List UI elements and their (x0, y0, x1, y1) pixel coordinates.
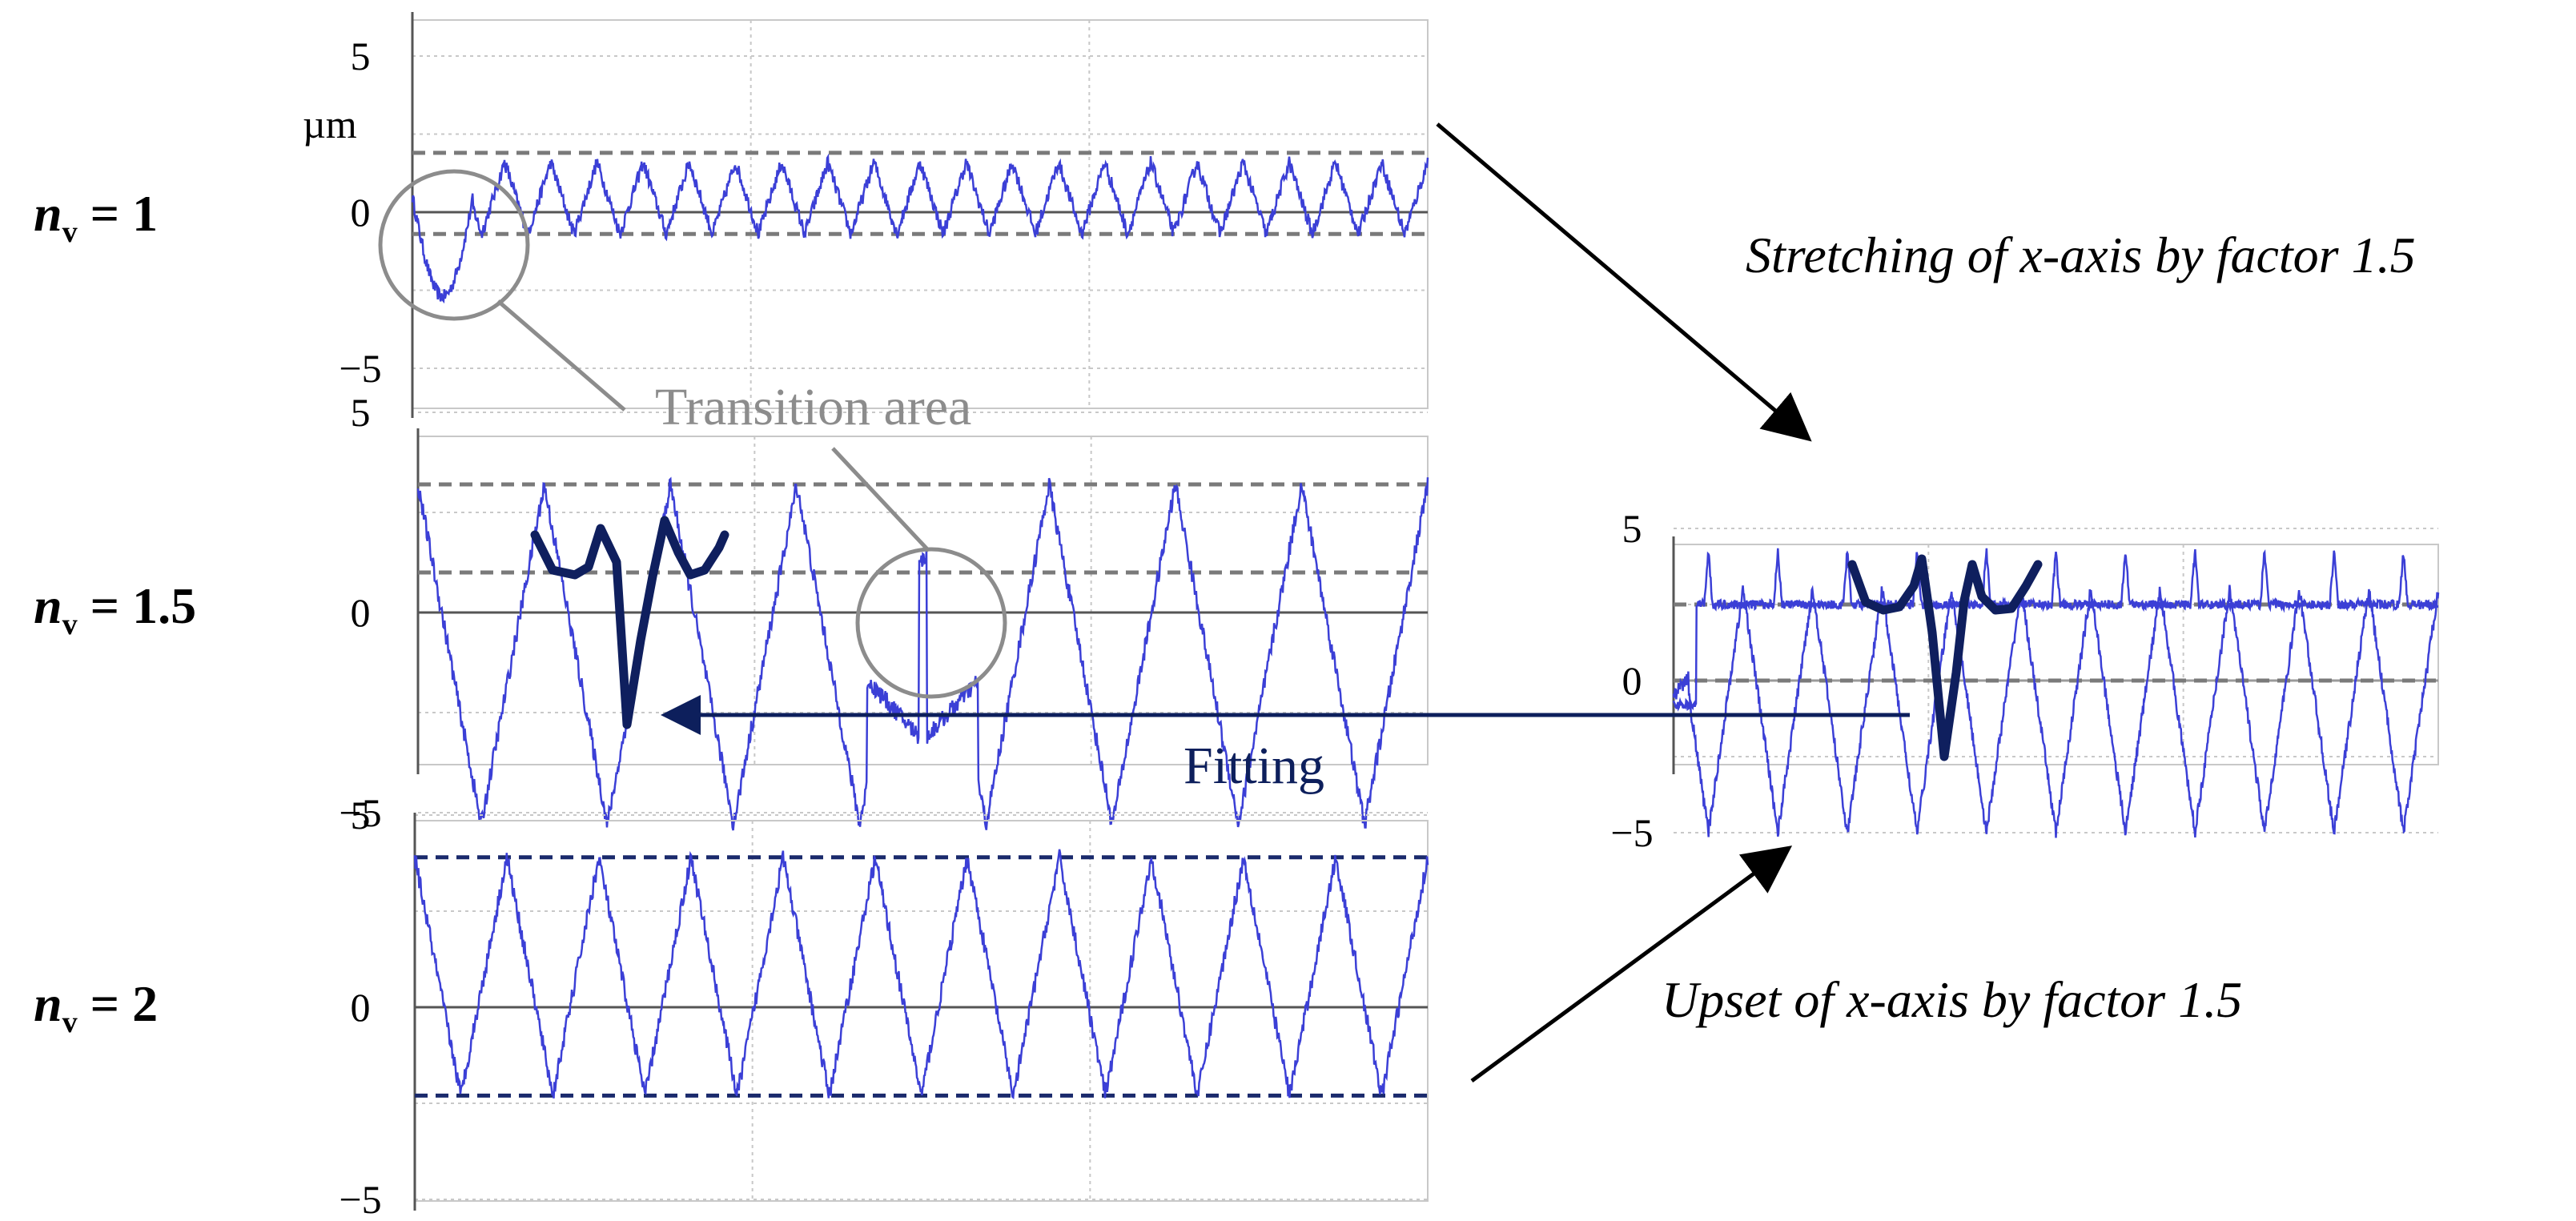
row-label-nv15: nv = 1.5 (34, 577, 196, 641)
profile-trace (416, 476, 1429, 831)
row-label-nv2: nv = 2 (34, 975, 158, 1039)
stretching-arrow (1436, 123, 1812, 442)
transition-circle-top (378, 169, 530, 321)
fit-curve (530, 516, 729, 729)
y-tick-label: 0 (1622, 658, 1642, 703)
plot-frame (1673, 544, 2439, 765)
stretched-trace (1672, 548, 2439, 713)
row-label-nv1: nv = 1 (34, 185, 158, 249)
y-tick-label: 5 (351, 390, 371, 435)
y-tick-label: −5 (1610, 810, 1653, 855)
profile-trace (1672, 584, 2440, 838)
panel-nv15: 5 0 −5 (339, 390, 1429, 835)
transition-leader-top (496, 299, 626, 412)
transition-area-label: Transition area (655, 378, 971, 436)
row-label-nv15-rest: = 1.5 (78, 577, 196, 634)
upset-note: Upset of x-axis by factor 1.5 (1662, 971, 2242, 1028)
y-tick-label: 0 (351, 190, 371, 235)
upset-arrow (1470, 845, 1793, 1083)
stretching-note: Stretching of x-axis by factor 1.5 (1746, 227, 2416, 283)
y-tick-label: 5 (1622, 506, 1642, 551)
row-label-nv1-n: n (34, 185, 62, 242)
panel-stretched: 5 0 −5 (1610, 506, 2440, 855)
transition-circle-mid (855, 547, 1007, 699)
row-label-nv15-n: n (34, 577, 62, 634)
row-label-nv1-sub: v (62, 215, 78, 249)
y-tick-label: 5 (351, 34, 371, 78)
y-tick-label: 5 (351, 793, 371, 837)
y-tick-label: 0 (351, 985, 371, 1030)
fitting-label: Fitting (1184, 737, 1324, 795)
panel-nv2: 5 0 −5 (339, 793, 1429, 1221)
plot-frame (414, 820, 1429, 1202)
y-tick-label: 0 (351, 590, 371, 635)
row-label-nv15-sub: v (62, 608, 78, 641)
row-label-nv1-rest: = 1 (78, 185, 158, 242)
transition-leader-mid (831, 447, 930, 552)
profile-trace (413, 849, 1429, 1099)
profile-trace (411, 153, 1429, 304)
row-label-nv2-rest: = 2 (78, 975, 158, 1032)
fit-curve (1847, 554, 2043, 761)
row-label-nv2-n: n (34, 975, 62, 1032)
unit-label: µm (303, 102, 357, 147)
row-label-nv2-sub: v (62, 1006, 78, 1039)
y-tick-label: −5 (339, 790, 381, 835)
y-tick-label: −5 (339, 1177, 381, 1221)
panel-nv1: 5 0 −5 (339, 12, 1429, 418)
y-tick-label: −5 (339, 346, 381, 391)
